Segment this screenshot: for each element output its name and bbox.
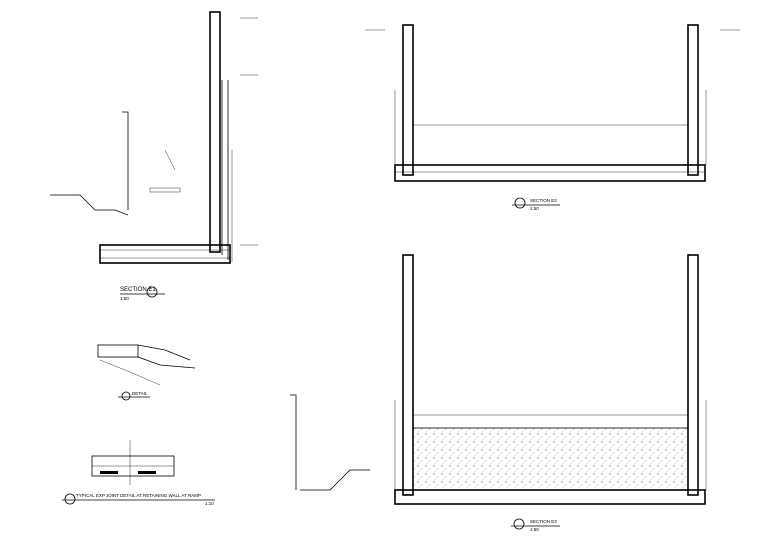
detail-title: DETAIL [132,391,148,396]
detail-drawing: DETAIL [97,344,196,401]
section-e1-scale: 1:50 [120,296,129,301]
section-e3-title: SECTION E3 [530,519,557,524]
exp-joint-title: TYPICAL EXP JOINT DETAIL AT RETAINING WA… [76,493,201,498]
section-e3-scale: 1:50 [530,527,539,532]
section-e1-drawing: SECTION E1 1:50 [50,11,258,301]
section-e3-drawing: SECTION E3 1:50 [290,254,707,532]
section-e1-title: SECTION E1 [120,287,156,293]
section-e2-drawing: SECTION E2 1:50 [365,24,740,211]
section-e2-scale: 1:50 [530,206,539,211]
exp-joint-drawing: TYPICAL EXP JOINT DETAIL AT RETAINING WA… [62,440,215,506]
section-e2-title: SECTION E2 [530,198,557,203]
exp-joint-scale: 1:10 [205,501,214,506]
